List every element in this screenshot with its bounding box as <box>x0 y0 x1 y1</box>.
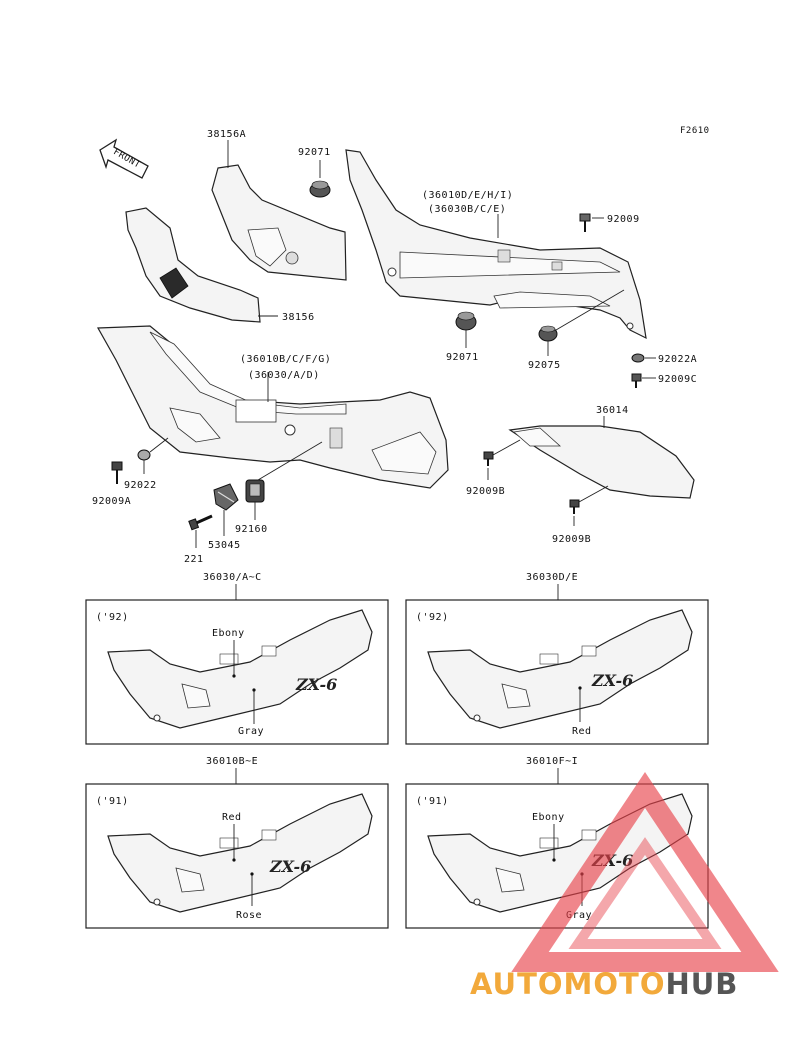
panel-2-bottom-color: Red <box>572 726 592 737</box>
grommet-92075 <box>538 325 558 342</box>
label-36030a-group: (36030/A/D) <box>248 370 320 381</box>
label-92075: 92075 <box>528 360 561 371</box>
screw-92009b-1 <box>483 451 494 466</box>
cover-38156a <box>211 164 347 281</box>
panel-4-top-color: Ebony <box>532 812 565 823</box>
variant-panel-1: 36030/A~C ('92) ZX-6 Ebony Gray <box>85 572 389 745</box>
panel-1-top-color: Ebony <box>212 628 245 639</box>
panel-3-badge: ZX-6 <box>269 857 311 876</box>
screw-92009b-2 <box>569 499 580 514</box>
variant-panel-3: 36010B~E ('91) ZX-6 Red Rose <box>85 756 389 929</box>
nut-92022 <box>137 449 151 461</box>
panel-2-year: ('92) <box>416 612 449 623</box>
screw-92009c <box>631 373 642 388</box>
cover-38156 <box>125 207 261 323</box>
grommet-92071-top <box>309 180 331 198</box>
clip-92160 <box>245 479 265 503</box>
label-36010d-group: (36010D/E/H/I) <box>422 190 513 201</box>
panel-1-bottom-color: Gray <box>238 726 264 737</box>
panel-3-year: ('91) <box>96 796 129 807</box>
label-92009b-1: 92009B <box>466 486 505 497</box>
front-arrow: FRONT <box>99 138 149 179</box>
label-92009c: 92009C <box>658 374 697 385</box>
watermark-part1: AUTOMOTO <box>470 967 665 1001</box>
label-92009-top: 92009 <box>607 214 640 225</box>
nut-92022a <box>631 353 645 363</box>
panel-4-year: ('91) <box>416 796 449 807</box>
watermark-logo <box>511 772 779 972</box>
grommet-92071-bottom <box>455 311 477 331</box>
label-221: 221 <box>184 554 204 565</box>
screw-92009a <box>111 461 123 484</box>
label-92160: 92160 <box>235 524 268 535</box>
panel-3-bottom-color: Rose <box>236 910 262 921</box>
screw-92009-top <box>579 213 591 232</box>
label-92022a: 92022A <box>658 354 697 365</box>
cover-36014 <box>508 425 695 499</box>
watermark-part2: HUB <box>665 967 738 1001</box>
panel-1-title: 36030/A~C <box>203 572 262 583</box>
panel-4-title: 36010F~I <box>526 756 578 767</box>
label-92009b-2: 92009B <box>552 534 591 545</box>
watermark-text: AUTOMOTOHUB <box>470 967 738 1001</box>
panel-1-year: ('92) <box>96 612 129 623</box>
panel-2-title: 36030D/E <box>526 572 578 583</box>
panel-4-bottom-color: Gray <box>566 910 592 921</box>
label-92022: 92022 <box>124 480 157 491</box>
panel-2-badge: ZX-6 <box>591 671 633 690</box>
label-92071-top: 92071 <box>298 147 331 158</box>
label-53045: 53045 <box>208 540 241 551</box>
variant-panel-4: 36010F~I ('91) ZX-6 Ebony Gray <box>405 756 709 929</box>
side-cover-lower-left <box>96 325 449 489</box>
label-92071-bottom: 92071 <box>446 352 479 363</box>
label-38156a: 38156A <box>207 129 246 140</box>
bracket-53045 <box>213 483 239 511</box>
label-36010b-group: (36010B/C/F/G) <box>240 354 331 365</box>
label-92009a: 92009A <box>92 496 131 507</box>
screw-221 <box>188 514 213 531</box>
panel-3-title: 36010B~E <box>206 756 258 767</box>
variant-panel-2: 36030D/E ('92) ZX-6 Red <box>405 572 709 745</box>
label-36030b-group: (36030B/C/E) <box>428 204 506 215</box>
label-38156: 38156 <box>282 312 315 323</box>
label-36014: 36014 <box>596 405 629 416</box>
panel-1-badge: ZX-6 <box>295 675 337 694</box>
side-cover-upper-right <box>345 149 647 340</box>
panel-3-top-color: Red <box>222 812 242 823</box>
figure-code: F2610 <box>680 126 710 136</box>
